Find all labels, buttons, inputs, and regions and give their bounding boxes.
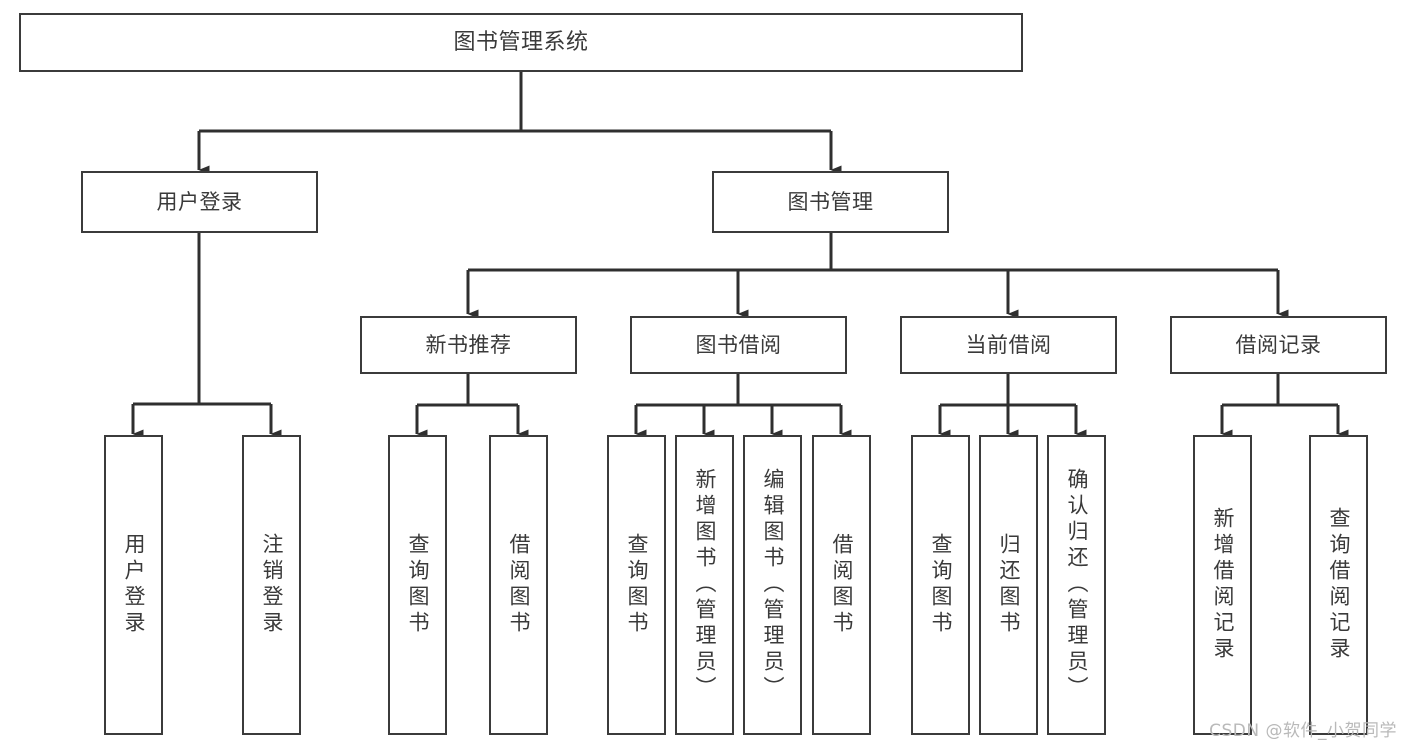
- node-user-login[interactable]: 用户登录: [81, 171, 318, 233]
- leaf-query-record-label: 查询借阅记录: [1327, 507, 1351, 663]
- node-book-management-label: 图书管理: [787, 189, 874, 214]
- leaf-edit-book-label: 编辑图书（管理员）: [761, 468, 785, 702]
- leaf-borrow-book-2[interactable]: 借阅图书: [812, 435, 871, 735]
- leaf-add-record[interactable]: 新增借阅记录: [1193, 435, 1252, 735]
- leaf-confirm-return-label: 确认归还（管理员）: [1065, 468, 1089, 702]
- leaf-borrow-book-1-label: 借阅图书: [507, 533, 531, 637]
- leaf-logout-login-label: 注销登录: [260, 533, 284, 637]
- node-current-borrow-label: 当前借阅: [965, 332, 1052, 357]
- leaf-borrow-book-2-label: 借阅图书: [830, 533, 854, 637]
- leaf-query-book-3-label: 查询图书: [929, 533, 953, 637]
- node-root-label: 图书管理系统: [453, 29, 589, 55]
- node-borrow-record[interactable]: 借阅记录: [1170, 316, 1387, 374]
- leaf-query-book-3[interactable]: 查询图书: [911, 435, 970, 735]
- leaf-add-book-label: 新增图书（管理员）: [693, 468, 717, 702]
- leaf-return-book[interactable]: 归还图书: [979, 435, 1038, 735]
- leaf-logout-login[interactable]: 注销登录: [242, 435, 301, 735]
- leaf-borrow-book-1[interactable]: 借阅图书: [489, 435, 548, 735]
- leaf-add-book[interactable]: 新增图书（管理员）: [675, 435, 734, 735]
- leaf-edit-book[interactable]: 编辑图书（管理员）: [743, 435, 802, 735]
- node-book-borrow-label: 图书借阅: [695, 332, 782, 357]
- leaf-query-book-2[interactable]: 查询图书: [607, 435, 666, 735]
- leaf-query-book-1[interactable]: 查询图书: [388, 435, 447, 735]
- node-new-book-recommend[interactable]: 新书推荐: [360, 316, 577, 374]
- leaf-confirm-return[interactable]: 确认归还（管理员）: [1047, 435, 1106, 735]
- node-borrow-record-label: 借阅记录: [1235, 332, 1322, 357]
- node-book-borrow[interactable]: 图书借阅: [630, 316, 847, 374]
- node-current-borrow[interactable]: 当前借阅: [900, 316, 1117, 374]
- leaf-query-book-2-label: 查询图书: [625, 533, 649, 637]
- node-new-book-recommend-label: 新书推荐: [425, 332, 512, 357]
- leaf-query-record[interactable]: 查询借阅记录: [1309, 435, 1368, 735]
- leaf-user-login[interactable]: 用户登录: [104, 435, 163, 735]
- node-root[interactable]: 图书管理系统: [19, 13, 1023, 72]
- leaf-query-book-1-label: 查询图书: [406, 533, 430, 637]
- leaf-user-login-label: 用户登录: [122, 533, 146, 637]
- leaf-add-record-label: 新增借阅记录: [1211, 507, 1235, 663]
- node-user-login-label: 用户登录: [156, 189, 243, 214]
- node-book-management[interactable]: 图书管理: [712, 171, 949, 233]
- leaf-return-book-label: 归还图书: [997, 533, 1021, 637]
